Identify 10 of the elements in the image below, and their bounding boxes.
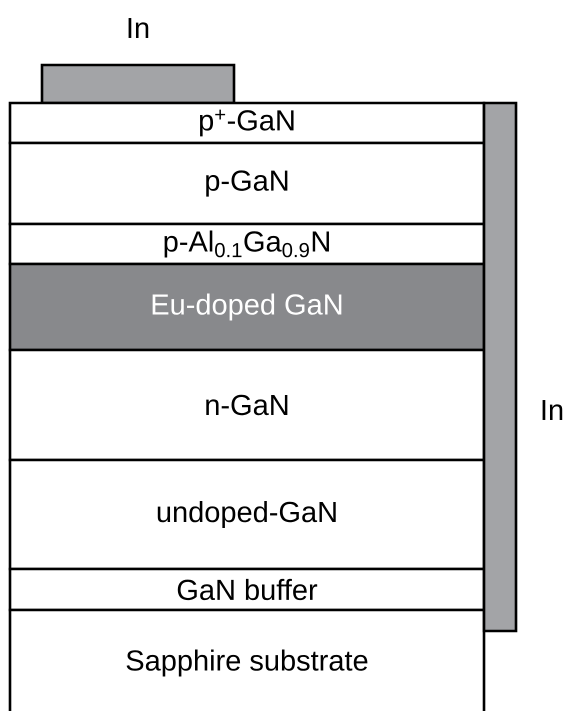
layer-box: p-GaN — [8, 142, 486, 226]
layer-box: Eu-doped GaN — [8, 262, 486, 352]
contact-label: In — [128, 18, 148, 38]
layer-box: p$^{+}$-GaN — [8, 102, 486, 144]
layer-box: n-GaN — [8, 348, 486, 462]
layer-box: p-Al$_{0.1}$Ga$_{0.9}$N — [8, 222, 486, 266]
layer-box: GaN buffer — [8, 568, 486, 612]
contact-pad — [40, 64, 236, 104]
contact-pad — [482, 102, 518, 632]
contact-label: In — [542, 400, 562, 420]
